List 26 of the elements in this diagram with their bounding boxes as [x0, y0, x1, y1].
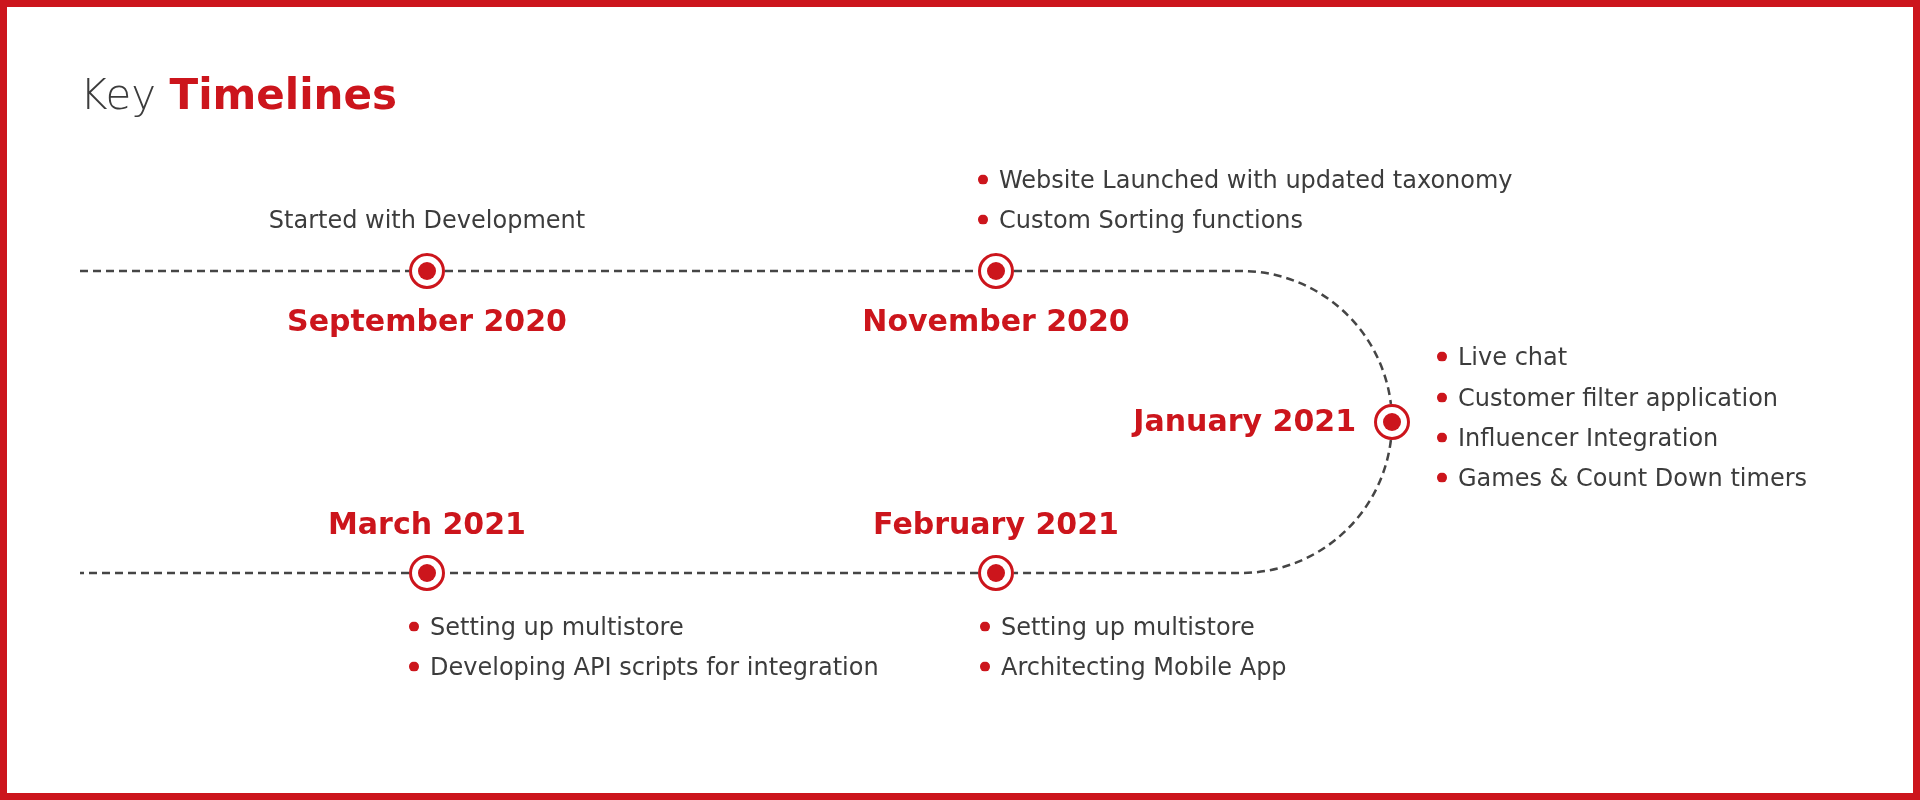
milestone-marker [1374, 404, 1410, 440]
title: Key Timelines [80, 70, 397, 121]
task-text: Live chat [1458, 342, 1568, 372]
milestone-marker [978, 555, 1014, 591]
milestone-date: February 2021 [873, 506, 1119, 542]
task-text: Website Launched with updated taxonomy [999, 165, 1513, 195]
task-text: Games & Count Down timers [1458, 463, 1808, 493]
milestone-marker [409, 555, 445, 591]
timeline-line [1014, 439, 1393, 575]
task-text: Customer filter application [1458, 383, 1779, 413]
timeline-line [80, 269, 409, 273]
task-text: Developing API scripts for integration [430, 652, 879, 682]
milestone-marker [978, 253, 1014, 289]
task-text: Setting up multistore [1001, 612, 1255, 642]
milestone-marker [409, 253, 445, 289]
task-text: Influencer Integration [1458, 423, 1719, 453]
task-text: Architecting Mobile App [1001, 652, 1287, 682]
timeline-line [80, 571, 409, 575]
milestone-date: March 2021 [328, 506, 526, 542]
timeline-line [1014, 269, 1393, 405]
milestone-date: November 2020 [862, 303, 1130, 339]
milestone-date: January 2021 [1133, 403, 1356, 439]
milestone-note: Started with Development [268, 205, 586, 235]
task-text: Custom Sorting functions [999, 205, 1304, 235]
task-text: Setting up multistore [430, 612, 684, 642]
milestone-date: September 2020 [287, 303, 567, 339]
